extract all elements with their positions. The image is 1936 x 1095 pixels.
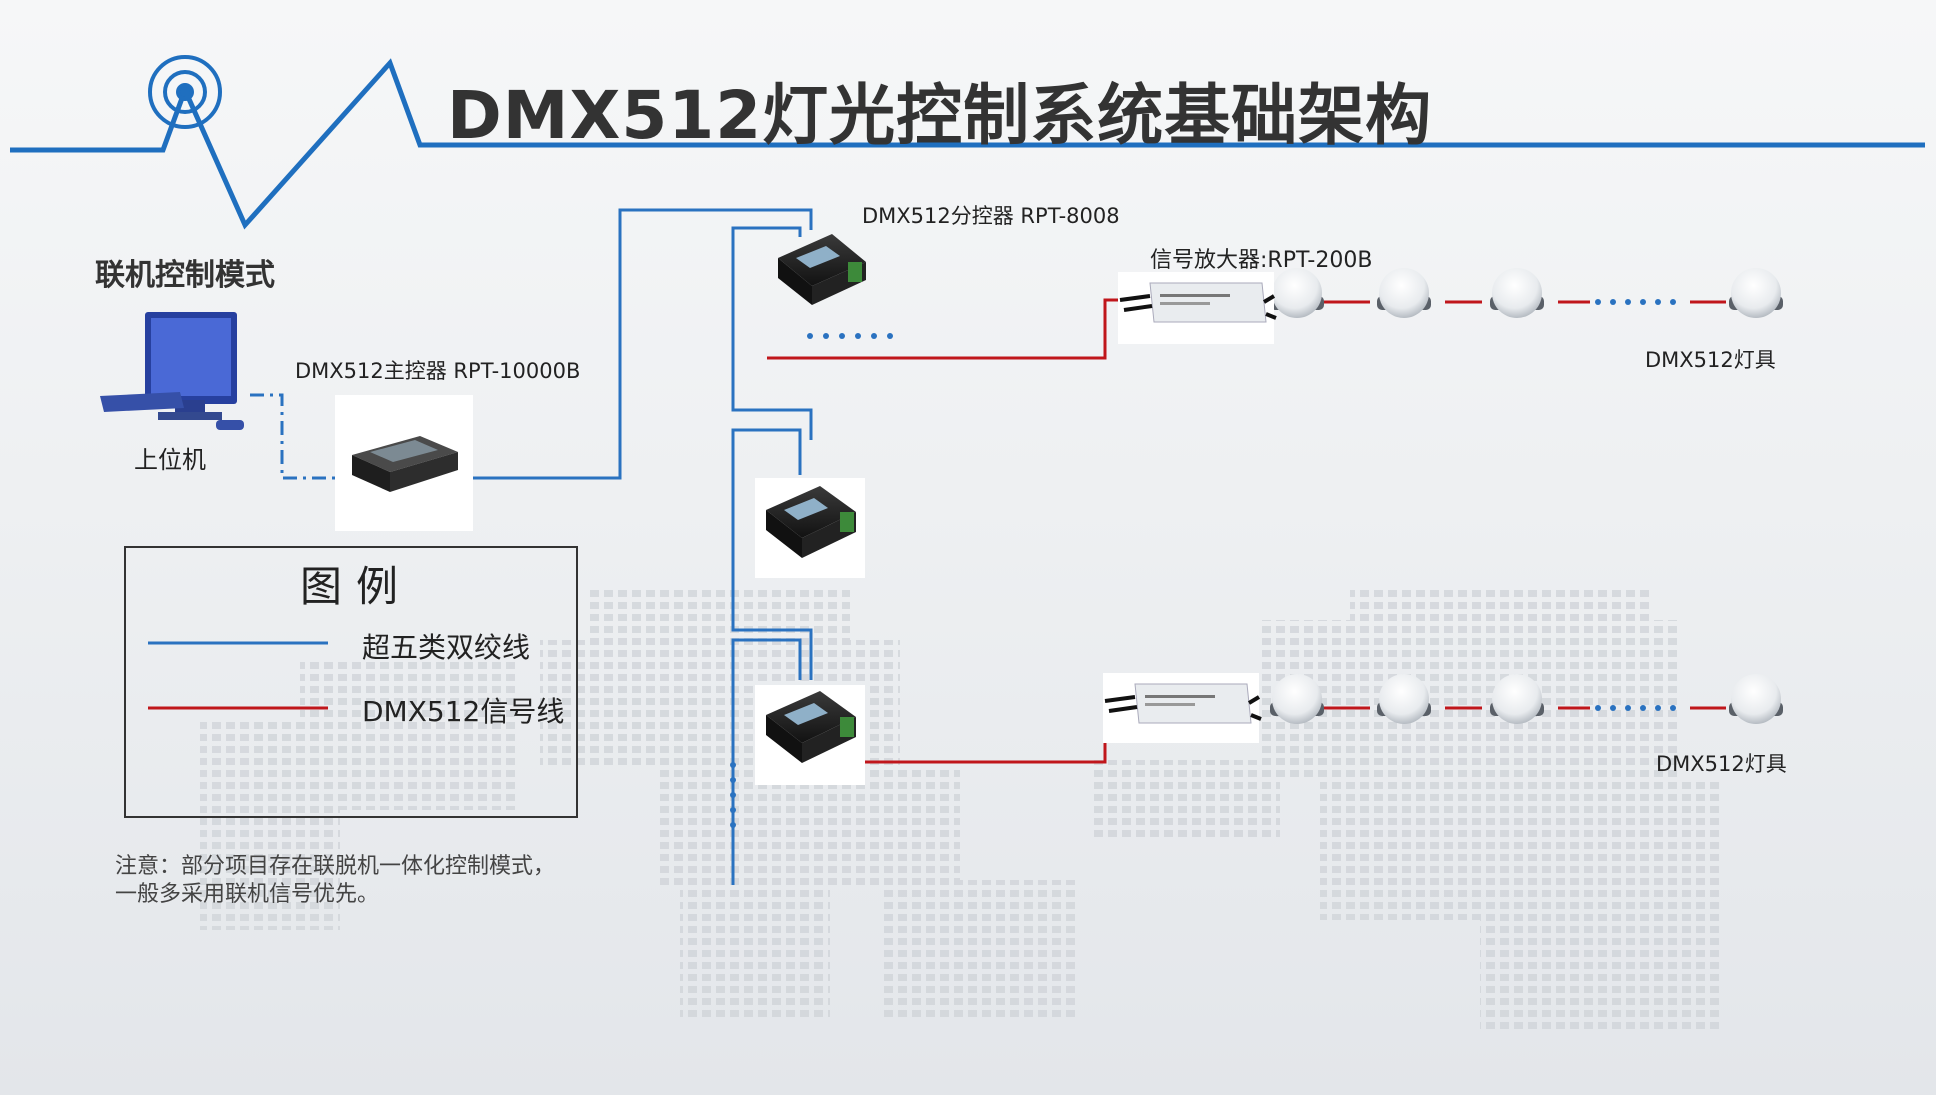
controller-device-icon — [335, 395, 473, 531]
amplifier-label: 信号放大器:RPT-200B — [1150, 248, 1373, 273]
fixture-label-top: DMX512灯具 — [1645, 348, 1776, 372]
note-line-1: 注意：部分项目存在联脱机一体化控制模式， — [115, 854, 556, 879]
led-fixture-icon — [1270, 268, 1783, 318]
legend-red-label: DMX512信号线 — [362, 695, 565, 728]
dmx-line-top — [767, 298, 1118, 360]
pc-label: 上位机 — [134, 446, 206, 474]
cat5-link-main-splitter — [473, 208, 813, 480]
amplifier-device-icon — [1118, 272, 1277, 344]
fixture-label-bottom: DMX512灯具 — [1656, 752, 1787, 776]
cat5-link-pc-main — [250, 393, 335, 480]
header-signal-line — [10, 58, 1925, 230]
computer-icon — [100, 312, 244, 430]
legend-blue-label: 超五类双绞线 — [362, 631, 531, 664]
main-controller-label: DMX512主控器 RPT-10000B — [295, 359, 581, 383]
legend-box — [124, 546, 578, 818]
splitter-device-icon — [778, 234, 866, 305]
world-map-background — [200, 590, 1720, 1030]
led-fixture-icon — [1270, 674, 1783, 724]
legend-title: 图例 — [300, 562, 413, 611]
signal-wave-icon — [148, 55, 222, 129]
splitter-dots-1 — [807, 333, 893, 339]
splitter-label: DMX512分控器 RPT-8008 — [862, 204, 1120, 228]
page-title: DMX512灯光控制系统基础架构 — [447, 77, 1433, 154]
splitter-device-icon — [755, 478, 865, 578]
splitter-device-icon — [755, 685, 865, 785]
mode-label: 联机控制模式 — [95, 258, 275, 293]
note-line-2: 一般多采用联机信号优先。 — [115, 882, 380, 907]
fixture-chain-top — [1302, 299, 1726, 305]
amplifier-device-icon — [1103, 673, 1262, 743]
dmx-line-bottom — [865, 710, 1108, 764]
splitter-dots-vertical — [730, 762, 736, 828]
